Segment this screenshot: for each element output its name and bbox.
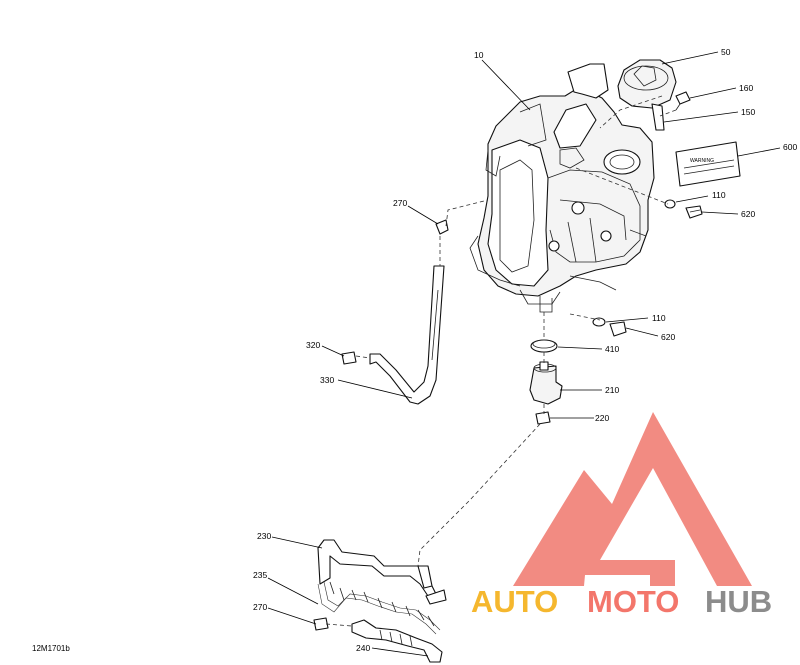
callout-240: 240 xyxy=(356,643,370,653)
callout-50: 50 xyxy=(721,47,731,57)
callout-270-upper: 270 xyxy=(393,198,407,208)
clamp-320 xyxy=(341,351,357,365)
callout-210: 210 xyxy=(605,385,619,395)
screw-160 xyxy=(675,91,691,111)
callout-600: 600 xyxy=(783,142,797,152)
hose-230 xyxy=(317,539,437,597)
callout-160: 160 xyxy=(739,83,753,93)
callout-620-lower: 620 xyxy=(661,332,675,342)
clamp-270-upper xyxy=(435,219,449,235)
svg-text:MOTO: MOTO xyxy=(587,584,679,619)
hose-235 xyxy=(317,581,447,635)
callout-150: 150 xyxy=(741,107,755,117)
decal-600: WARNING xyxy=(675,141,741,187)
callout-410: 410 xyxy=(605,344,619,354)
callout-620-upper: 620 xyxy=(741,209,755,219)
hose-240 xyxy=(351,619,443,663)
washer-110-lower xyxy=(592,317,606,327)
oil-tank xyxy=(469,63,655,313)
callout-110-upper: 110 xyxy=(712,190,726,200)
watermark-logo xyxy=(513,412,752,586)
callout-320: 320 xyxy=(306,340,320,350)
leader-lines xyxy=(267,51,781,657)
drain-valve-210 xyxy=(529,361,563,405)
washer-110-upper xyxy=(664,199,676,209)
callout-110-lower: 110 xyxy=(652,313,666,323)
svg-text:WARNING: WARNING xyxy=(690,158,714,164)
clamp-410 xyxy=(530,339,558,353)
callout-220: 220 xyxy=(595,413,609,423)
diagram-id: 12M1701b xyxy=(32,644,70,653)
callout-270-lower: 270 xyxy=(253,602,267,612)
vent-hose-330 xyxy=(369,265,445,405)
callout-330: 330 xyxy=(320,375,334,385)
clamp-220 xyxy=(535,411,551,425)
svg-text:AUTO: AUTO xyxy=(471,584,558,619)
clamp-270-lower xyxy=(313,617,329,631)
bolt-620-lower xyxy=(609,321,627,337)
callout-labels: 10 50 160 150 600 110 620 270 110 620 32… xyxy=(253,47,797,653)
retainer-150 xyxy=(651,103,665,131)
watermark-text: AUTO MOTO HUB xyxy=(471,584,772,619)
callout-10: 10 xyxy=(474,50,484,60)
svg-text:HUB: HUB xyxy=(705,584,772,619)
assembly-lines xyxy=(325,95,677,627)
callout-235: 235 xyxy=(253,570,267,580)
bolt-620-upper xyxy=(685,205,703,219)
callout-230: 230 xyxy=(257,531,271,541)
